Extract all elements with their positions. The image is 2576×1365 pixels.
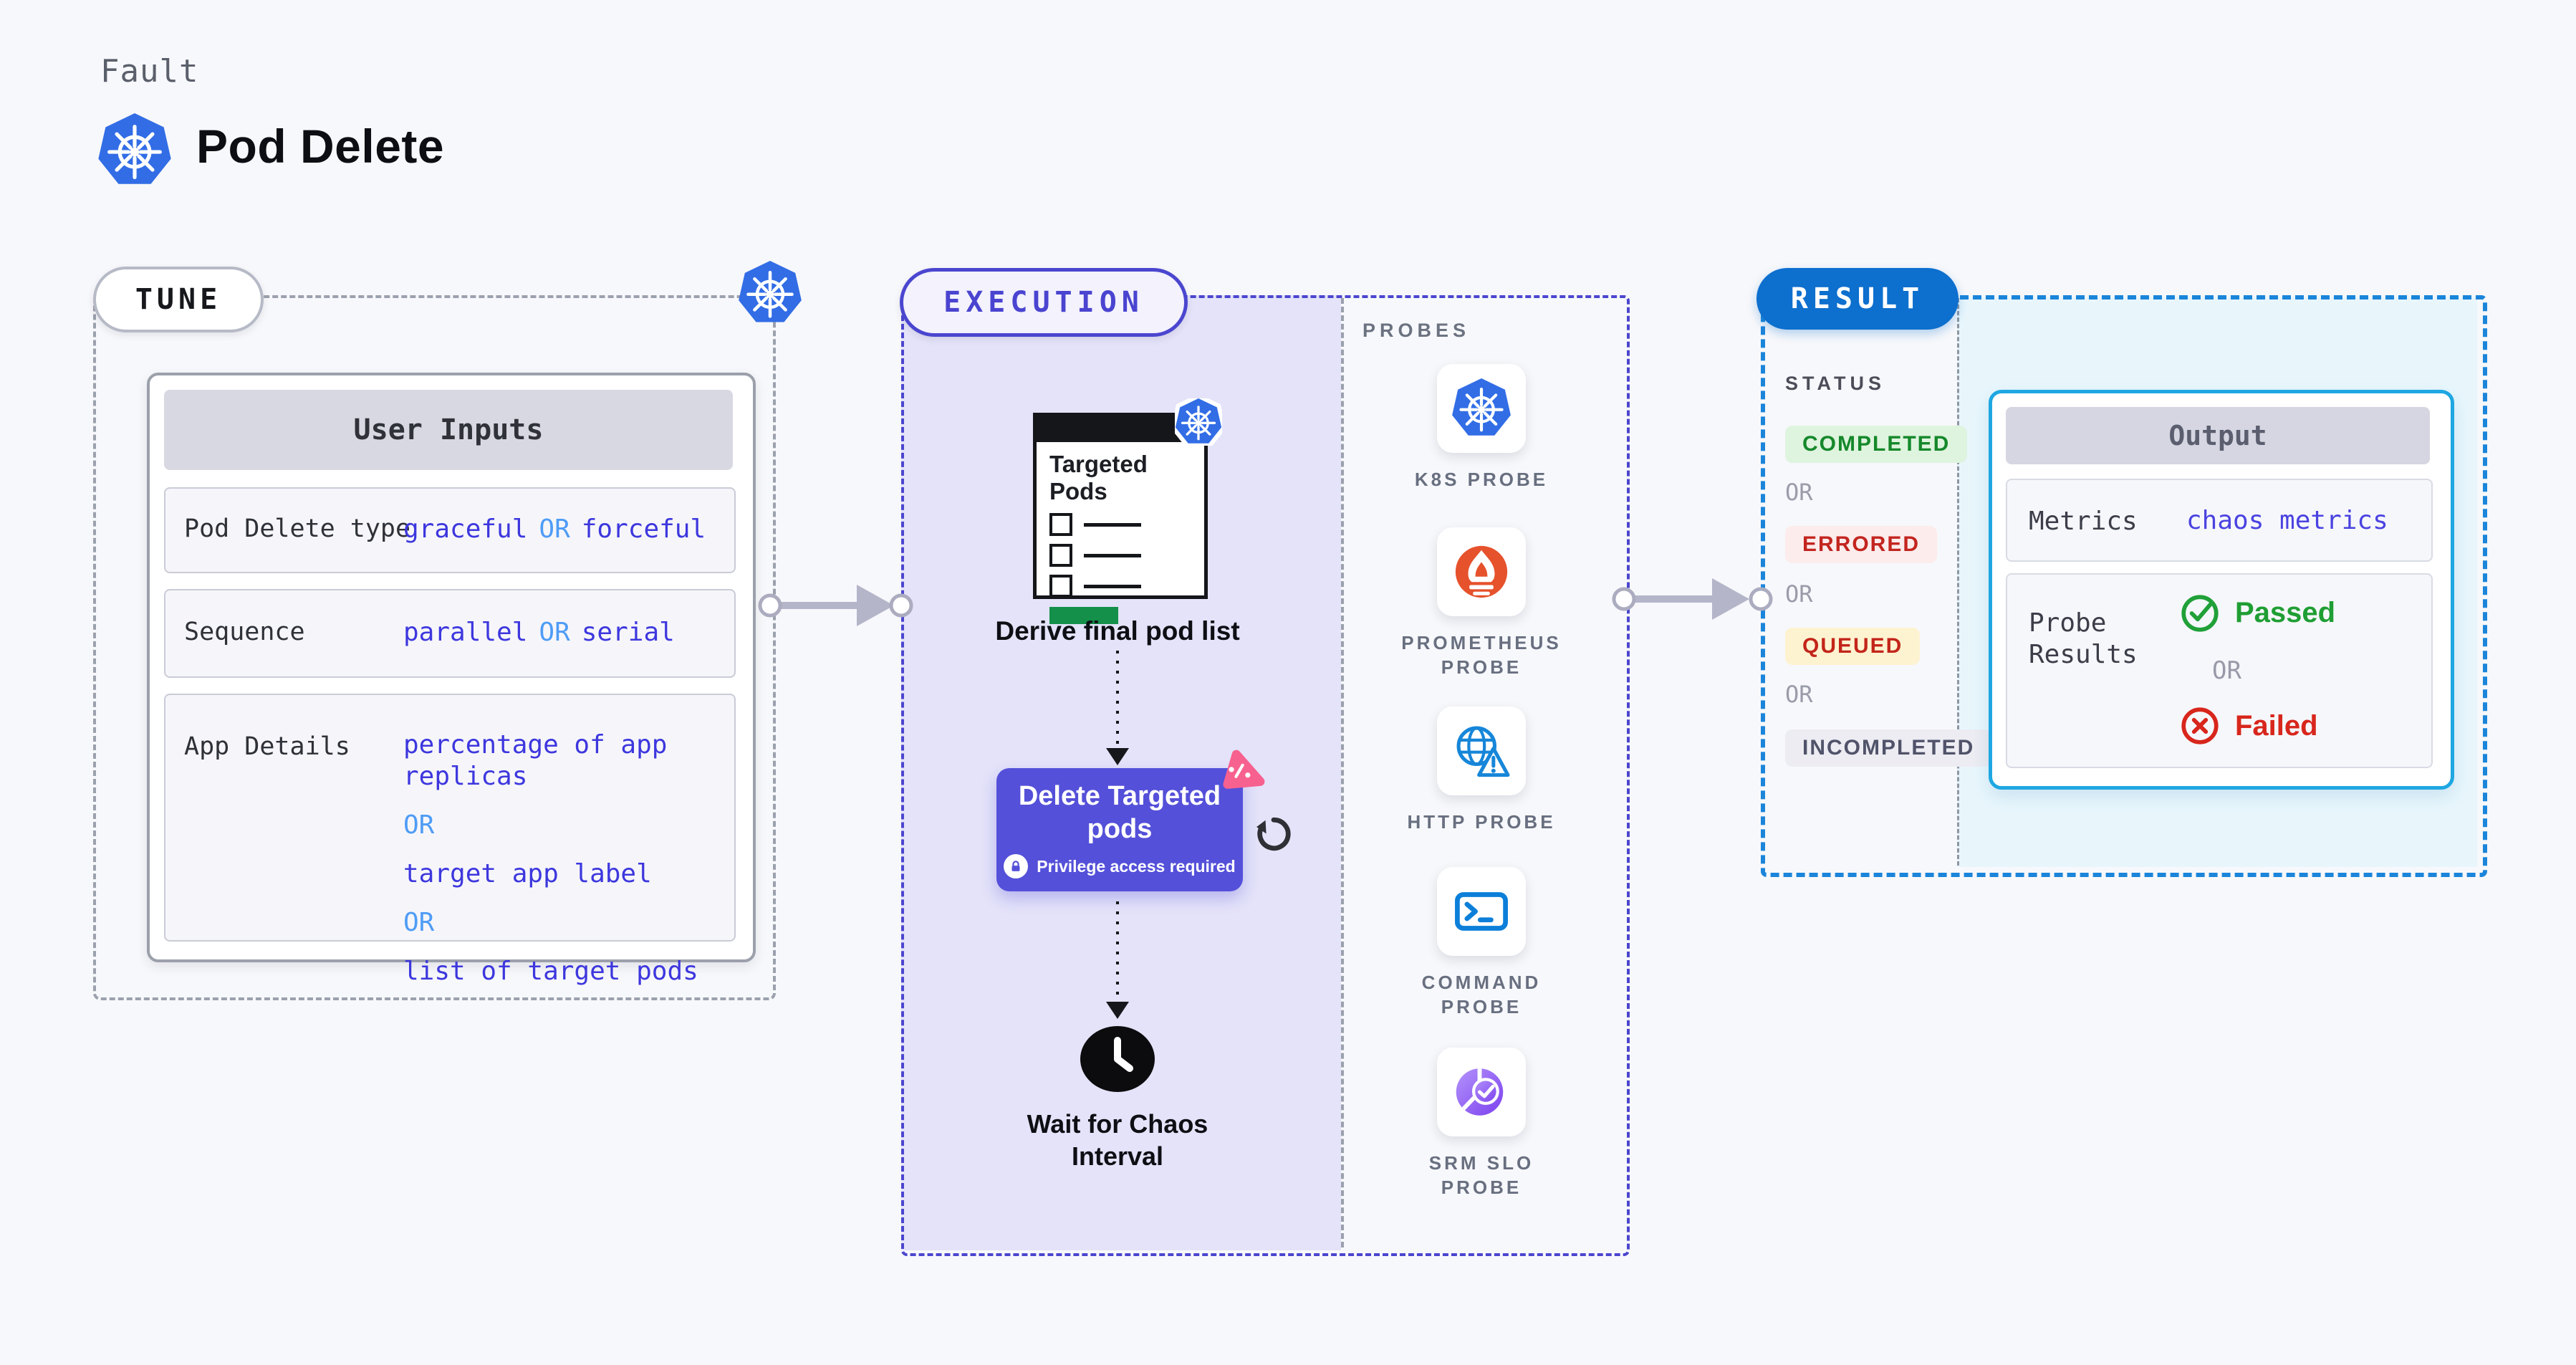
or-separator: OR: [403, 810, 435, 840]
probe-label: PROMETHEUS PROBE: [1401, 632, 1562, 678]
or-separator: OR: [539, 514, 570, 544]
status-badge-errored: ERRORED: [1785, 526, 1938, 563]
chaos-pink-icon: [1212, 744, 1268, 800]
or-separator: OR: [2212, 656, 2241, 685]
passed-label: Passed: [2235, 596, 2336, 628]
status-badge-incompleted: INCOMPLETED: [1785, 729, 1992, 767]
probe-label: SRM SLO PROBE: [1428, 1152, 1534, 1198]
progress-bar: [1049, 607, 1118, 624]
list-line: [1084, 553, 1141, 557]
row-value: percentage of app replicas: [403, 730, 668, 791]
probes-title: PROBES: [1363, 320, 1471, 341]
list-line: [1084, 584, 1141, 588]
row-value: target app label: [403, 859, 652, 889]
row-label: Sequence: [184, 618, 305, 646]
probe-results-row: Probe Results Passed OR Failed: [2006, 573, 2433, 768]
kubernetes-icon: [1451, 378, 1512, 439]
probe-label: COMMAND PROBE: [1421, 972, 1542, 1017]
metrics-value: chaos metrics: [2186, 506, 2388, 535]
x-circle-icon: [2179, 705, 2221, 747]
or-separator: OR: [403, 908, 435, 937]
probe-card-http: [1437, 707, 1526, 795]
status-badge-queued: QUEUED: [1785, 628, 1921, 665]
page-title: Pod Delete: [196, 120, 445, 173]
checkbox-icon: [1049, 575, 1072, 598]
user-inputs-header: User Inputs: [164, 390, 733, 470]
tune-to-execution-arrow: [758, 585, 913, 626]
lock-icon: [1004, 854, 1029, 878]
table-row: App Details percentage of app replicas O…: [164, 694, 736, 986]
checkbox-icon: [1049, 513, 1072, 536]
derive-step-label: Derive final pod list: [995, 616, 1240, 646]
privilege-note: Privilege access required: [1004, 854, 1236, 878]
pod-list-item: [1049, 513, 1191, 536]
result-badge: RESULT: [1756, 268, 1959, 330]
metrics-label: Metrics: [2029, 507, 2138, 536]
wait-step-label: Wait for Chaos Interval: [1027, 1109, 1208, 1171]
execution-badge: EXECUTION: [900, 268, 1188, 337]
row-value: graceful: [403, 514, 528, 544]
row-label: Pod Delete type: [184, 514, 411, 543]
probe-card-prometheus: [1437, 527, 1526, 616]
fault-eyebrow: Fault: [100, 53, 199, 90]
probe-card-k8s: [1437, 364, 1526, 453]
table-row: Sequence parallel OR serial: [164, 589, 736, 678]
failed-label: Failed: [2235, 709, 2318, 742]
tune-badge-label: TUNE: [135, 283, 222, 316]
probe-results-label: Probe Results: [2029, 608, 2138, 669]
slo-pie-check-icon: [1451, 1062, 1512, 1122]
checkbox-icon: [1049, 544, 1072, 567]
kubernetes-icon: [738, 261, 802, 325]
row-value: parallel: [403, 618, 528, 647]
status-output-divider: [1957, 298, 1959, 866]
pod-list-item: [1049, 575, 1191, 598]
tune-dashed-box: [93, 295, 776, 1000]
passed-result: Passed: [2179, 592, 2335, 633]
execution-to-result-arrow: [1612, 578, 1773, 620]
result-badge-label: RESULT: [1790, 282, 1925, 315]
row-value: forceful: [581, 514, 706, 544]
delete-targeted-pods-node: Delete Targeted pods Privilege access re…: [996, 768, 1243, 891]
refresh-loop-icon: [1255, 815, 1292, 853]
targeted-pods-title: Targeted Pods: [1049, 451, 1148, 504]
failed-result: Failed: [2179, 705, 2318, 747]
kubernetes-icon: [1175, 398, 1222, 446]
row-label: App Details: [184, 732, 350, 761]
or-separator: OR: [1785, 479, 1813, 506]
metrics-row: Metrics chaos metrics: [2006, 479, 2433, 562]
check-circle-icon: [2179, 592, 2221, 633]
or-separator: OR: [1785, 580, 1813, 608]
tune-badge: TUNE: [93, 267, 264, 332]
probe-card-command: [1437, 867, 1526, 956]
privilege-text: Privilege access required: [1037, 856, 1236, 876]
probe-label: K8S PROBE: [1414, 469, 1549, 490]
or-separator: OR: [539, 618, 570, 647]
row-value: serial: [581, 618, 675, 647]
kubernetes-icon: [97, 113, 172, 188]
delete-step-title: Delete Targeted pods: [1018, 781, 1221, 844]
status-badge-completed: COMPLETED: [1785, 426, 1968, 463]
prometheus-icon: [1451, 542, 1512, 602]
list-line: [1084, 522, 1141, 527]
terminal-icon: [1451, 881, 1512, 942]
clock-icon: [1078, 1025, 1157, 1096]
output-header: Output: [2006, 407, 2430, 464]
probes-divider: [1341, 298, 1344, 1247]
execution-dashed-box: [901, 295, 1630, 1256]
targeted-pods-card: Targeted Pods: [1033, 413, 1208, 624]
execution-badge-label: EXECUTION: [943, 286, 1144, 319]
status-title: STATUS: [1785, 373, 1885, 394]
result-dashed-box: [1761, 295, 2487, 877]
pod-list-item: [1049, 544, 1191, 567]
table-row: Pod Delete type graceful OR forceful: [164, 487, 736, 573]
probe-label: HTTP PROBE: [1407, 811, 1556, 833]
row-value: list of target pods: [403, 957, 698, 986]
http-globe-warning-icon: [1451, 721, 1512, 781]
probe-card-srm-slo: [1437, 1048, 1526, 1136]
or-separator: OR: [1785, 681, 1813, 708]
